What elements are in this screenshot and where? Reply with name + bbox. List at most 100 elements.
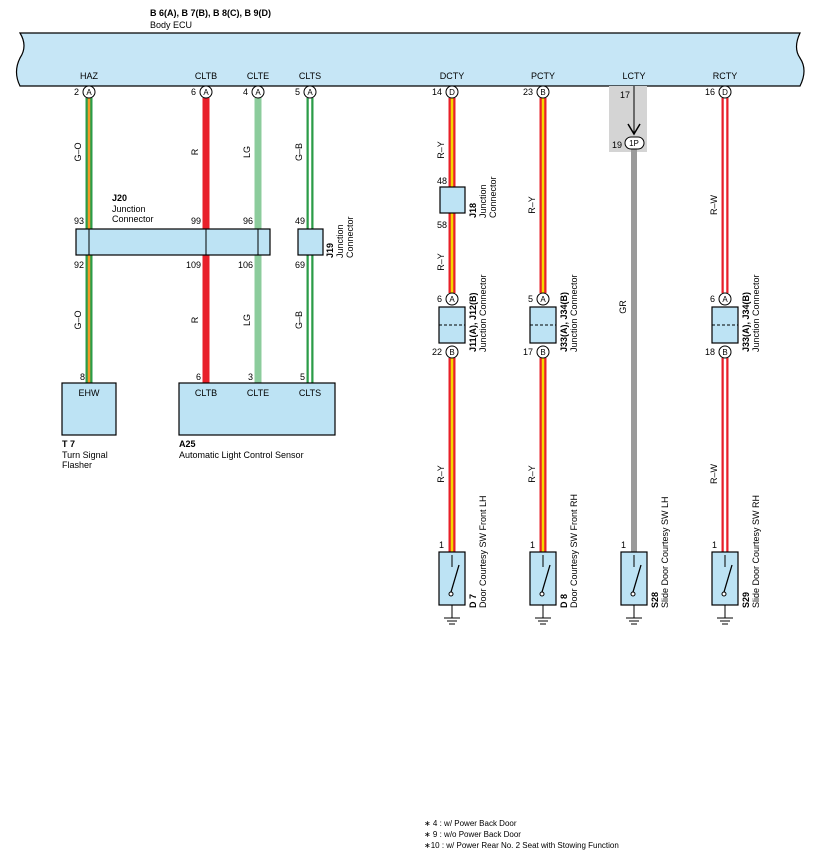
- switch-s28: 1 S28 Slide Door Courtesy SW LH: [620, 496, 670, 625]
- wire-color-label: G–B: [294, 143, 304, 161]
- connector-circle: [445, 292, 459, 306]
- t7-terminal: EHW: [79, 388, 101, 398]
- connector-letter: A: [86, 88, 92, 97]
- connector-circle: [536, 85, 550, 99]
- pin-number: 99: [191, 216, 201, 226]
- pin-number: 96: [243, 216, 253, 226]
- pin-number: 17: [523, 347, 533, 357]
- junction-connector-j18: 48 58 J18 Junction Connector: [437, 176, 498, 230]
- pin-number: 6: [191, 87, 196, 97]
- pin-number: 93: [74, 216, 84, 226]
- junction-connector-j20: J20 Junction Connector 93 99 96 92 109 1…: [74, 193, 271, 270]
- pin-number: 1: [439, 540, 444, 550]
- switch-lever: [723, 564, 733, 593]
- pin-number: 23: [523, 87, 533, 97]
- pin-number: 22: [432, 347, 442, 357]
- wire-color-label: R–Y: [527, 196, 537, 214]
- a25-code: A25: [179, 439, 196, 449]
- pin-number: 3: [248, 372, 253, 382]
- pin-number: 48: [437, 176, 447, 186]
- a25-box: [178, 382, 336, 436]
- switch-name: Slide Door Courtesy SW LH: [660, 496, 670, 608]
- pin-number: 5: [528, 294, 533, 304]
- footnote: ∗ 4 : w/ Power Back Door: [424, 819, 517, 828]
- j20-name-1: Junction: [112, 204, 146, 214]
- j18-box: [439, 186, 466, 214]
- wire-color-label: R: [190, 316, 200, 323]
- connector-letter: A: [255, 88, 261, 97]
- terminal-rcty-label: RCTY: [713, 71, 738, 81]
- body-ecu-box: [15, 32, 805, 87]
- terminal-clts-label: CLTS: [299, 71, 321, 81]
- j20-box: [75, 228, 271, 256]
- terminal-haz-label: HAZ: [80, 71, 99, 81]
- j33-code: J33(A), J34(B): [559, 292, 569, 352]
- wire-color-label: LG: [242, 314, 252, 326]
- wire-color-label: R–W: [709, 463, 719, 484]
- connector-letter: A: [307, 88, 313, 97]
- connector-letter: B: [540, 88, 545, 97]
- terminal-lcty-label: LCTY: [622, 71, 645, 81]
- switch-s29: 1 S29 Slide Door Courtesy SW RH: [711, 495, 761, 625]
- j18-code: J18: [468, 203, 478, 218]
- connector-circle: [251, 85, 265, 99]
- j20-name-2: Connector: [112, 214, 154, 224]
- j11-code: J11(A), J12(B): [468, 292, 478, 352]
- ecu-terminals: HAZ CLTB CLTE CLTS DCTY PCTY LCTY RCTY: [80, 71, 737, 81]
- switch-lever: [632, 564, 642, 593]
- switch-d7: 1 D 7 Door Courtesy SW Front LH: [438, 495, 488, 625]
- switch-contact: [630, 591, 636, 597]
- pin-number: 58: [437, 220, 447, 230]
- connector-letter: A: [449, 295, 455, 304]
- pin-number: 92: [74, 260, 84, 270]
- lcty-connector-1p: 19 1P: [612, 123, 645, 150]
- pin-number: 8: [80, 372, 85, 382]
- wire-color-label: R–Y: [436, 465, 446, 483]
- switch-name: Door Courtesy SW Front RH: [569, 494, 579, 608]
- pin-number: 19: [612, 140, 622, 150]
- terminal-clte-label: CLTE: [247, 71, 269, 81]
- connector-circle: [718, 85, 732, 99]
- t7-code: T 7: [62, 439, 75, 449]
- connector-letter: D: [722, 88, 728, 97]
- pin-number: 6: [710, 294, 715, 304]
- connector-oval: [624, 136, 645, 150]
- j33-name: Junction Connector: [751, 274, 761, 352]
- j11-name: Junction Connector: [478, 274, 488, 352]
- pin-number: 6: [196, 372, 201, 382]
- a25-terminal: CLTB: [195, 388, 217, 398]
- component-a25: 6 3 5 CLTB CLTE CLTS A25 Automatic Light…: [178, 372, 336, 460]
- switch-code: S29: [741, 592, 751, 608]
- pin-number: 69: [295, 260, 305, 270]
- pin-number: 1: [530, 540, 535, 550]
- j33-name: Junction Connector: [569, 274, 579, 352]
- connector-circle: [82, 85, 96, 99]
- pin-number: 2: [74, 87, 79, 97]
- connector-circle: [445, 345, 459, 359]
- component-t7: 8 EHW T 7 Turn Signal Flasher: [61, 372, 117, 470]
- pin-number: 49: [295, 216, 305, 226]
- wire-color-labels: G–O G–O R R LG LG G–B G–B R–Y R–Y R–Y R–…: [73, 141, 719, 484]
- connector-circle: [199, 85, 213, 99]
- t7-name-1: Turn Signal: [62, 450, 108, 460]
- j19-name-2: Connector: [345, 216, 355, 258]
- wire-color-label: G–O: [73, 310, 83, 329]
- switch-name: Slide Door Courtesy SW RH: [751, 495, 761, 608]
- pin-number: 6: [437, 294, 442, 304]
- wire-color-label: R: [190, 148, 200, 155]
- pin-number: 1: [621, 540, 626, 550]
- ecu-pins: 2 A 6 A 4 A 5 A 14 D 23 B 17 16 D: [74, 85, 732, 100]
- pin-number: 106: [238, 260, 253, 270]
- connector-circle: [445, 85, 459, 99]
- t7-box: [61, 382, 117, 436]
- wire-color-label: R–Y: [436, 253, 446, 271]
- junction-connector-j33-j34-rcty: 6 A 18 B J33(A), J34(B) Junction Connect…: [705, 274, 761, 359]
- connector-circle: [718, 345, 732, 359]
- a25-name: Automatic Light Control Sensor: [179, 450, 304, 460]
- connector-circle: [303, 85, 317, 99]
- j19-name-1: Junction: [335, 224, 345, 258]
- connector-letter: 1P: [629, 139, 639, 148]
- pin-number: 1: [712, 540, 717, 550]
- switch-contact: [448, 591, 454, 597]
